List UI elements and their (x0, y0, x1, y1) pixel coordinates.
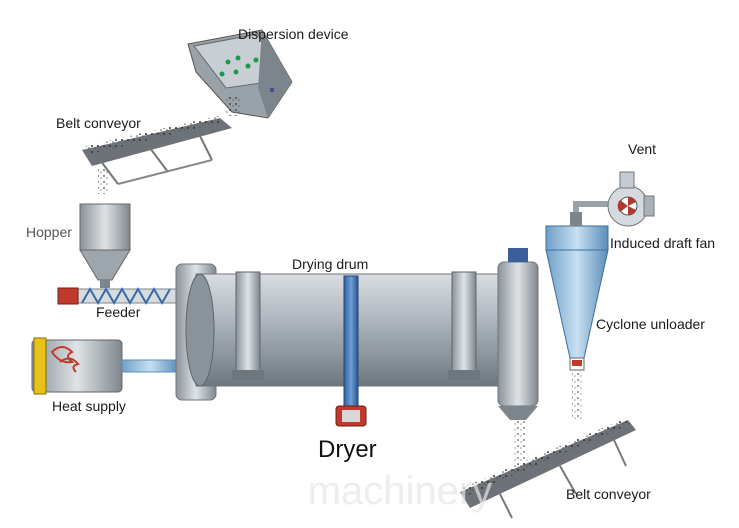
label-feeder: Feeder (96, 304, 141, 320)
label-belt-conveyor-bottom: Belt conveyor (566, 486, 651, 502)
label-hopper: Hopper (26, 224, 72, 240)
label-dryer: Dryer (318, 436, 377, 463)
feeder (57, 286, 177, 306)
label-heat-supply: Heat supply (52, 398, 126, 414)
label-drying-drum: Drying drum (292, 256, 369, 272)
belt-conveyor-bottom (460, 418, 636, 519)
label-vent: Vent (628, 141, 657, 157)
belt-conveyor-top (82, 116, 232, 194)
label-dispersion-device: Dispersion device (238, 26, 349, 42)
label-belt-conveyor-top: Belt conveyor (56, 115, 141, 131)
discharge-stream (514, 420, 526, 464)
label-induced-draft-fan: Induced draft fan (610, 235, 716, 251)
watermark: machinery (308, 469, 493, 513)
heat-supply (31, 337, 179, 395)
label-cyclone-unloader: Cyclone unloader (596, 316, 705, 332)
induced-draft-fan (607, 171, 655, 227)
drive-shaft (335, 275, 367, 427)
dispersion-device (187, 29, 293, 119)
hopper (79, 203, 131, 288)
drying-drum (175, 248, 539, 420)
cyclone-unloader (545, 201, 620, 420)
